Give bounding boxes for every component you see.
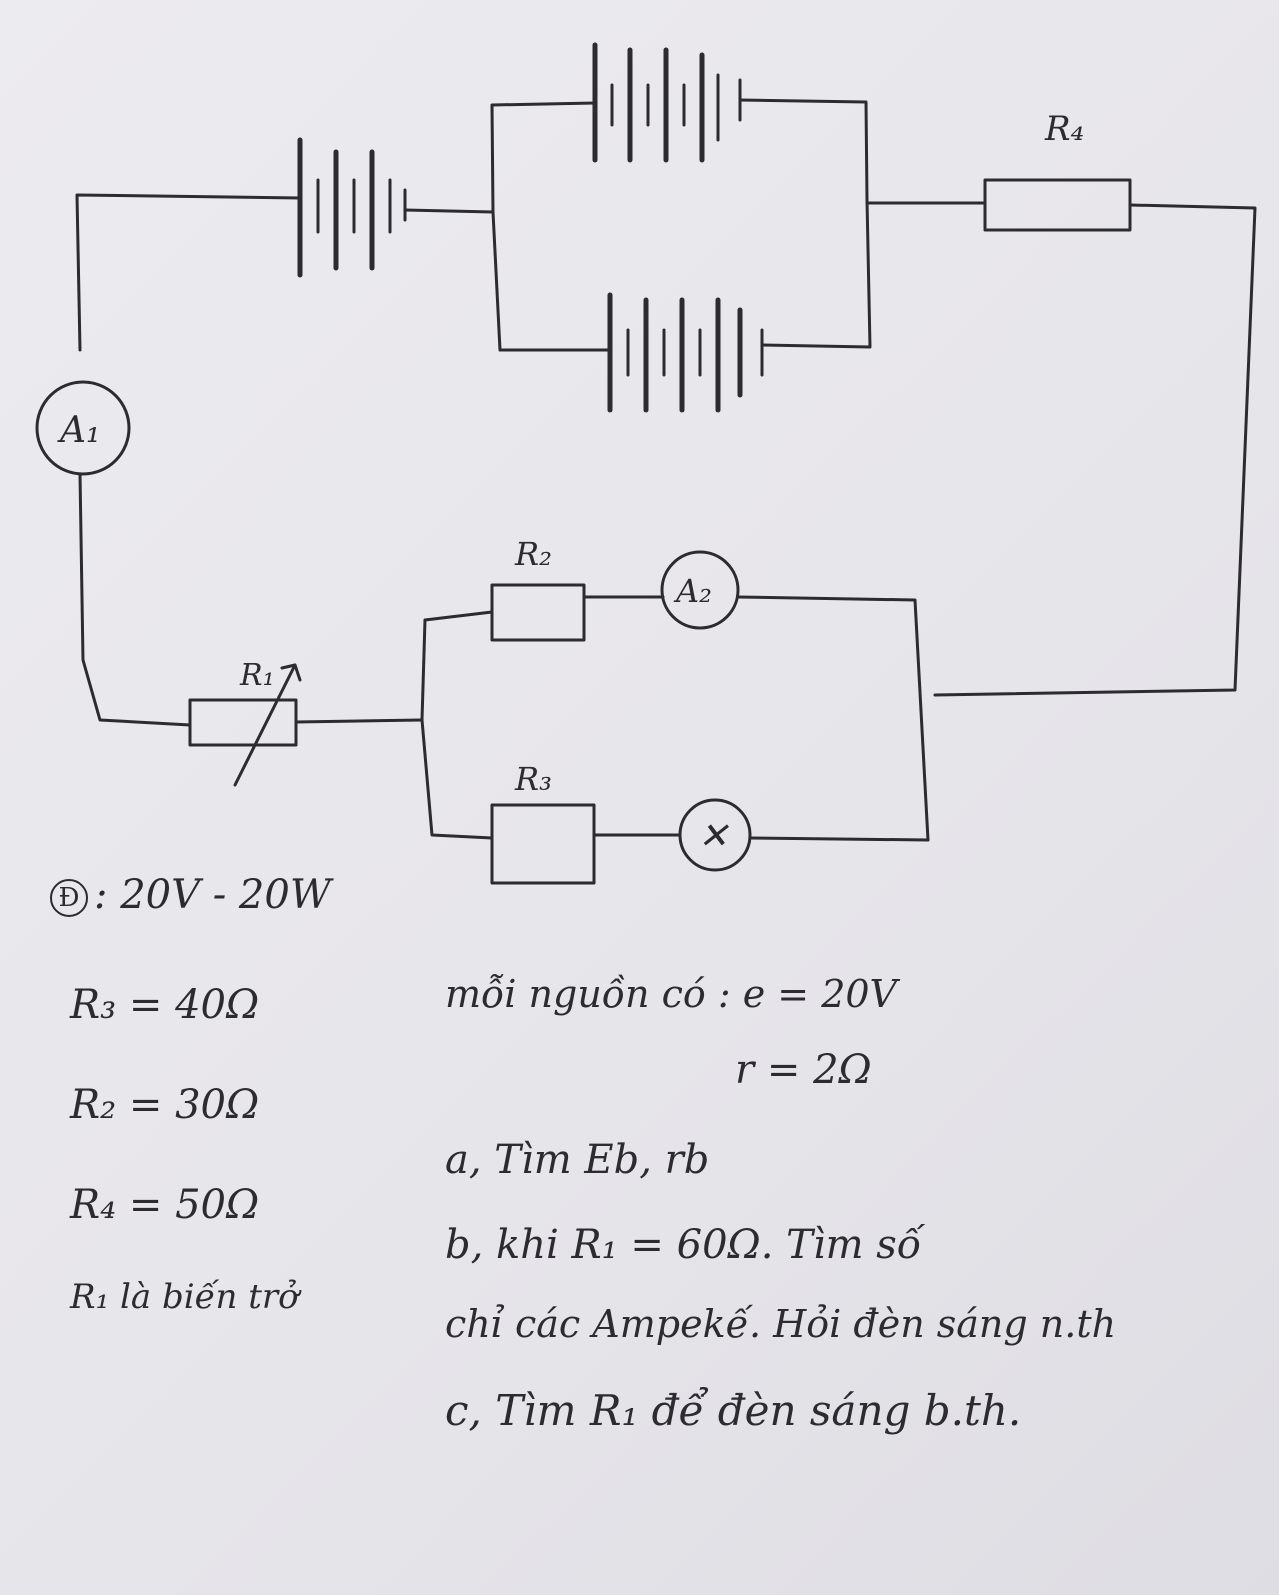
lamp-spec-symbol: Đ — [50, 879, 88, 917]
ammeter-a1: A₁ — [35, 380, 192, 727]
question-b-line1: b, khi R₁ = 60Ω. Tìm số — [445, 1222, 922, 1268]
note-r4: R₄ = 50Ω — [70, 1182, 260, 1228]
r1-label: R₁ — [239, 658, 275, 693]
r3-label: R₃ — [514, 760, 552, 798]
question-b-line2: chỉ các Ampekế. Hỏi đèn sáng n.th — [445, 1302, 1117, 1346]
note-source-r: r = 2Ω — [735, 1047, 872, 1093]
note-source: mỗi nguồn có : e = 20V — [445, 972, 897, 1016]
r2-label: R₂ — [514, 535, 552, 573]
note-r2: R₂ = 30Ω — [70, 1082, 260, 1128]
battery-series-top — [490, 42, 869, 214]
branch-left-wire — [420, 618, 494, 840]
battery-series-bottom — [491, 198, 872, 413]
branch-r3-lamp: R₃ ✕ — [490, 760, 930, 885]
note-r3: R₃ = 40Ω — [70, 982, 260, 1028]
battery-series-left — [75, 137, 495, 352]
lamp-spec-text: : 20V - 20W — [94, 872, 331, 918]
r4-label: R₄ — [1044, 109, 1084, 149]
resistor-r4: R₄ — [865, 109, 1257, 697]
lamp-symbol: ✕ — [698, 816, 729, 857]
a2-label: A₂ — [673, 572, 712, 610]
a1-label: A₁ — [57, 410, 100, 451]
branch-r2-a2: R₂ A₂ — [423, 535, 930, 842]
lamp-spec: Đ: 20V - 20W — [50, 875, 331, 917]
variable-resistor-r1: R₁ — [188, 658, 424, 787]
question-a: a, Tìm Eb, rb — [445, 1137, 710, 1183]
question-c: c, Tìm R₁ để đèn sáng b.th. — [445, 1386, 1022, 1435]
note-r1: R₁ là biến trở — [70, 1277, 299, 1317]
